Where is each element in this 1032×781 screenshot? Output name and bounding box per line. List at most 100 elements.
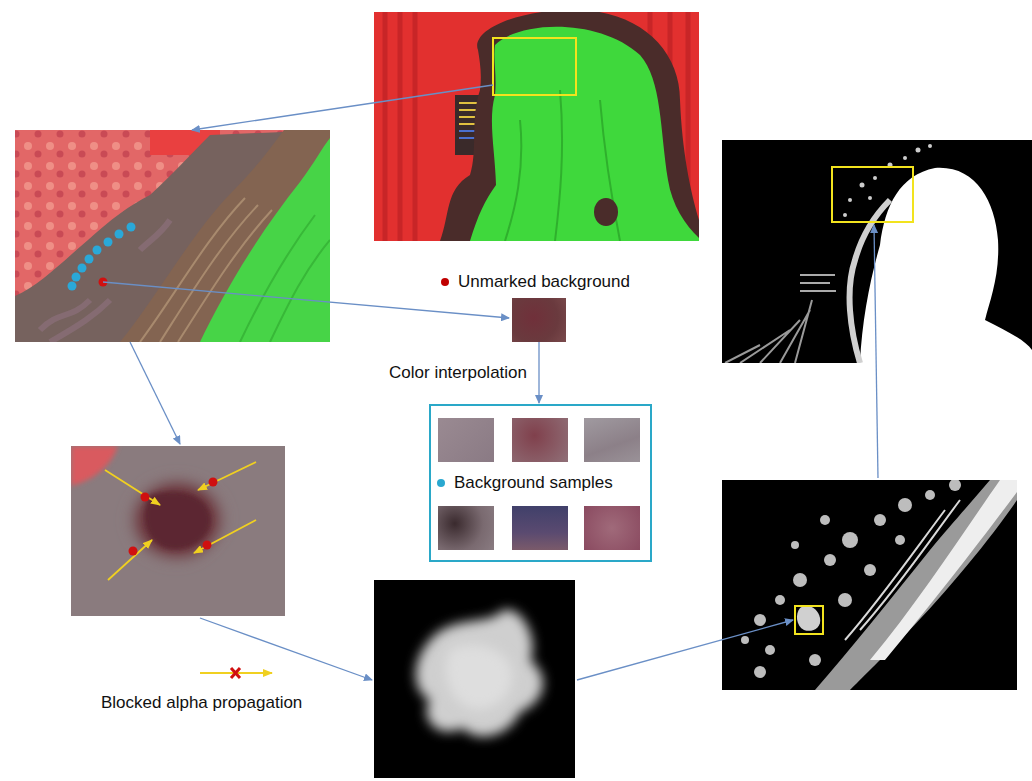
art-circle: [72, 273, 81, 282]
art-circle: [765, 645, 775, 655]
art-path: [850, 200, 890, 363]
sample-patch: [512, 418, 568, 462]
label-text: Unmarked background: [458, 272, 630, 291]
art-path: [860, 168, 1032, 363]
art-circle: [68, 282, 77, 291]
sample-patch: [438, 506, 494, 550]
sample-box: Background samples: [429, 404, 652, 562]
art-circle: [949, 480, 961, 491]
art-circle: [848, 198, 852, 202]
art-path: [240, 215, 330, 342]
art-circle: [115, 230, 124, 239]
art-line: [130, 342, 180, 444]
art-circle: [141, 493, 150, 502]
art-rect: [795, 606, 823, 634]
art-circle: [741, 636, 749, 644]
art-path: [446, 645, 513, 709]
art-g: [843, 144, 932, 217]
art-g: [68, 223, 136, 291]
art-line: [198, 462, 256, 490]
art-path: [800, 275, 836, 291]
art-circle: [127, 223, 136, 232]
art-circle: [838, 593, 852, 607]
art-circle: [104, 238, 113, 247]
art-rect: [71, 446, 285, 616]
art-circle: [873, 176, 877, 180]
art-line: [874, 225, 878, 478]
art-line: [108, 540, 152, 580]
alpha-zoom: [722, 480, 1017, 690]
art-circle: [791, 541, 799, 549]
art-circle: [864, 564, 876, 576]
sample-patch: [438, 418, 494, 462]
zoom-boundary: [15, 130, 330, 342]
art-circle: [793, 573, 807, 587]
flow-arrows: [103, 85, 878, 680]
note-label: Blocked alpha propagation: [99, 693, 304, 713]
art-circle: [903, 156, 907, 160]
art-path: [870, 480, 1017, 660]
art-circle: [842, 532, 858, 548]
alpha-matte: [722, 140, 1032, 363]
art-circle: [85, 255, 94, 264]
art-path: [440, 12, 699, 241]
art-circle: [775, 595, 785, 605]
color-patch: [512, 298, 566, 342]
sample-patch: [512, 506, 568, 550]
art-path: [815, 480, 1017, 690]
art-path: [725, 300, 812, 363]
art-path: [470, 27, 699, 241]
art-line: [105, 470, 160, 505]
zoom-blob: [71, 446, 285, 616]
art-rect: [15, 130, 330, 342]
blue-dot: [437, 479, 445, 487]
art-circle: [824, 554, 836, 566]
art-circle: [860, 183, 865, 188]
art-circle: [78, 264, 87, 273]
art-line: [200, 618, 372, 680]
art-path: [120, 130, 330, 342]
art-line: [103, 282, 509, 318]
art-circle: [209, 478, 218, 487]
art-circle: [898, 498, 912, 512]
input-photo: [374, 12, 699, 241]
art-path: [200, 138, 330, 342]
art-path: [797, 606, 820, 631]
art-line: [192, 85, 493, 130]
label-text: Background samples: [454, 473, 613, 492]
art-circle: [203, 541, 212, 550]
art-path: [145, 492, 211, 550]
art-path: [231, 668, 240, 678]
art-rect: [722, 480, 1017, 690]
art-ellipse: [594, 198, 618, 226]
edge-label: Color interpolation: [387, 363, 529, 383]
sample-patch: [584, 418, 640, 462]
art-path: [845, 500, 960, 640]
art-path: [124, 473, 232, 567]
art-circle: [754, 614, 766, 626]
art-circle: [916, 148, 921, 153]
connector-arrow: [538, 342, 539, 403]
art-circle: [874, 514, 886, 526]
art-path: [15, 130, 330, 342]
alpha-blob: [374, 580, 575, 778]
art-rect: [493, 38, 576, 95]
art-g: [741, 480, 961, 678]
patch-node: Unmarked background: [437, 272, 667, 342]
art-circle: [925, 490, 935, 500]
art-rect: [722, 140, 1032, 363]
art-line: [194, 520, 256, 553]
art-circle: [928, 144, 932, 148]
sample-patch: [584, 506, 640, 550]
blocked-icon: [200, 668, 272, 678]
art-path: [505, 90, 620, 241]
art-path: [416, 610, 543, 737]
art-circle: [754, 666, 766, 678]
art-circle: [820, 515, 830, 525]
node-label: Unmarked background: [441, 272, 630, 292]
art-rect: [832, 167, 913, 222]
art-circle: [129, 547, 138, 556]
art-circle: [843, 213, 847, 217]
